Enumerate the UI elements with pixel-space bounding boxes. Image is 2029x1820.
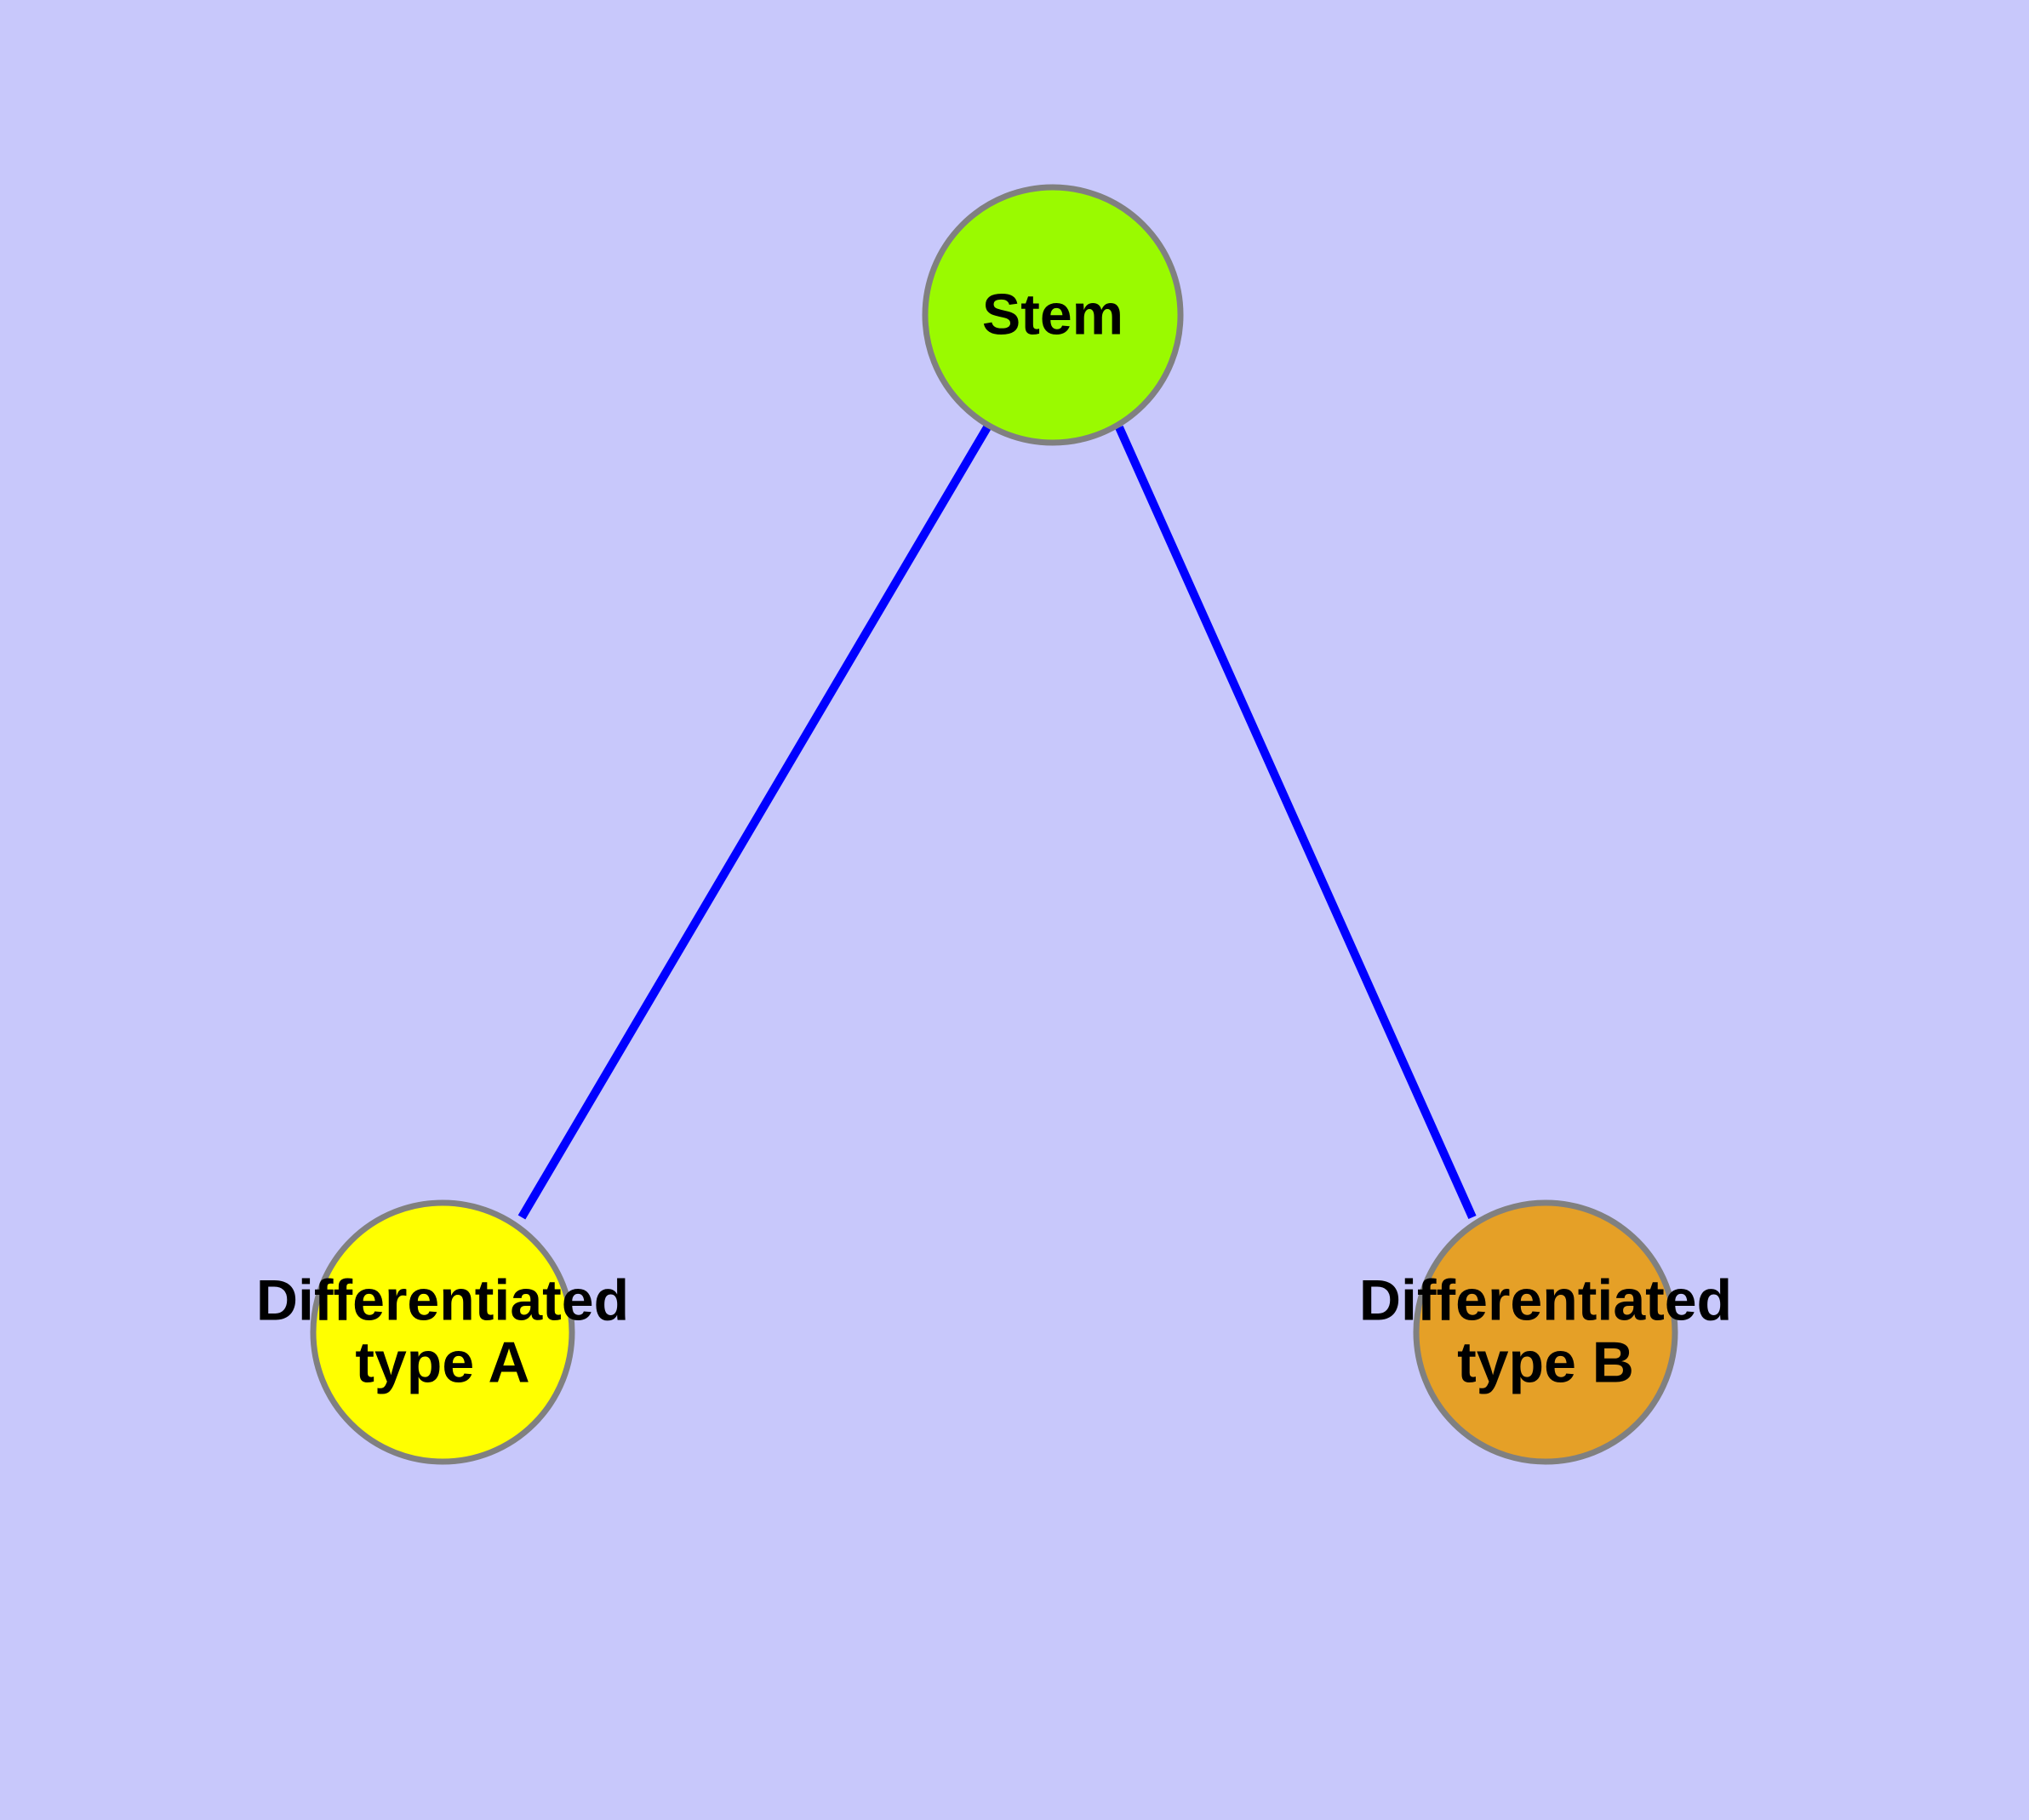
- nodes-group: [310, 184, 1678, 1465]
- edge-stem-to-diff-a: [517, 425, 992, 1220]
- node-circle-stem[interactable]: [922, 184, 1184, 446]
- node-circle-diff-a[interactable]: [310, 1199, 575, 1465]
- edge-stem-to-diff-b: [1115, 425, 1477, 1220]
- edges-group: [517, 425, 1477, 1220]
- node-circle-diff-b[interactable]: [1413, 1199, 1678, 1465]
